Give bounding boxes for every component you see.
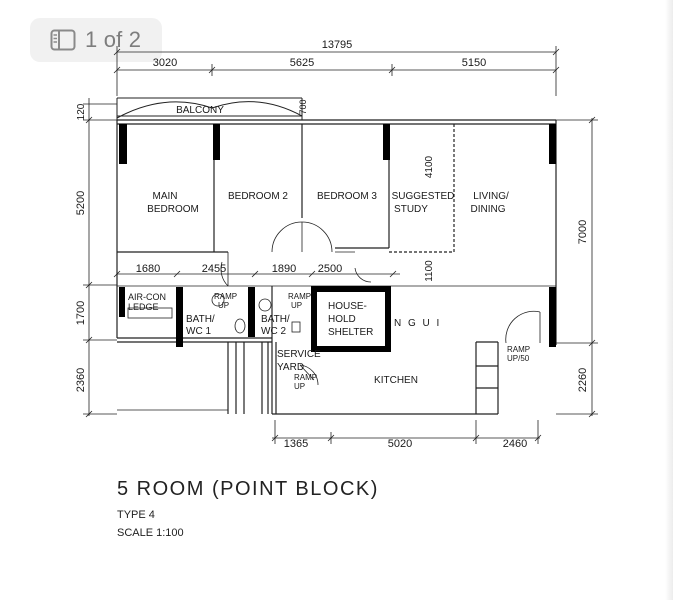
dim-row-b: 2455 [202, 263, 226, 275]
ramp-label-4: RAMP [507, 345, 530, 354]
dim-row-a: 1680 [136, 263, 160, 275]
bedroom2-label: BEDROOM 2 [228, 191, 288, 202]
right-dimensions [556, 116, 598, 418]
page-indicator[interactable]: 1 of 2 [30, 18, 162, 62]
dim-right-top: 7000 [577, 220, 589, 244]
dim-bottom-b: 5020 [388, 438, 412, 450]
ramp-label-2: RAMP [288, 292, 311, 301]
dim-left-bottom: 2360 [75, 368, 87, 392]
ramp-up-50-label: UP/50 [507, 354, 530, 363]
main-bedroom-label-2: BEDROOM [147, 204, 199, 215]
up-label-1: UP [218, 301, 229, 310]
shelter-label-1: HOUSE- [328, 301, 367, 312]
page-indicator-text: 1 of 2 [85, 27, 142, 52]
fixtures [127, 293, 301, 334]
main-bedroom-label-1: MAIN [153, 191, 178, 202]
watermark-text: N G U I [394, 318, 441, 329]
sidebar-panel-icon [50, 29, 76, 51]
dim-left-rooms: 5200 [75, 191, 87, 215]
top-dimensions [113, 46, 560, 96]
dim-left-mid: 1700 [75, 301, 87, 325]
bath2-label-2: WC 2 [261, 326, 286, 337]
living-label-2: DINING [471, 204, 506, 215]
service-yard-label-2: YARD [277, 362, 304, 373]
row-dimension-lines [113, 270, 400, 278]
ramp-label-1: RAMP [214, 292, 237, 301]
dim-study-lower: 1100 [424, 260, 435, 282]
ramp-label-3: RAMP [294, 373, 317, 382]
up-label-3: UP [294, 382, 305, 391]
dim-top-right: 5150 [462, 57, 486, 69]
dim-bottom-c: 2460 [503, 438, 527, 450]
left-dimensions [83, 98, 117, 418]
bath1-label-1: BATH/ [186, 314, 215, 325]
doors [220, 221, 541, 386]
balcony [116, 97, 303, 120]
shelter-label-2: HOLD [328, 314, 356, 325]
dim-right-bottom: 2260 [577, 368, 589, 392]
bath2-label-1: BATH/ [261, 314, 290, 325]
study-label-2: STUDY [394, 204, 428, 215]
up-label-2: UP [291, 301, 302, 310]
dim-row-d: 2500 [318, 263, 342, 275]
dim-balcony-side: 700 [298, 99, 308, 114]
study-label-1: SUGGESTED [392, 191, 455, 202]
walls [116, 119, 557, 415]
plan-title: 5 ROOM (POINT BLOCK) [117, 478, 379, 500]
plan-scale: SCALE 1:100 [117, 527, 184, 539]
service-yard-label-1: SERVICE [277, 349, 321, 360]
columns [119, 124, 556, 352]
aircon-label-1: AIR-CON [128, 292, 166, 302]
aircon-label-2: LEDGE [128, 302, 159, 312]
page-edge [665, 0, 673, 600]
kitchen-label: KITCHEN [374, 375, 418, 386]
dim-top-mid: 5625 [290, 57, 314, 69]
dim-top-left: 3020 [153, 57, 177, 69]
dim-overall: 13795 [322, 39, 353, 51]
plan-type: TYPE 4 [117, 509, 155, 521]
dim-bottom-a: 1365 [284, 438, 308, 450]
balcony-label: BALCONY [176, 105, 224, 116]
living-label-1: LIVING/ [473, 191, 509, 202]
shelter-label-3: SHELTER [328, 327, 373, 338]
bath1-label-2: WC 1 [186, 326, 211, 337]
dim-row-c: 1890 [272, 263, 296, 275]
dim-left-top: 120 [76, 103, 87, 120]
dim-study-height: 4100 [424, 155, 435, 178]
bottom-dimensions [271, 420, 542, 444]
bedroom3-label: BEDROOM 3 [317, 191, 377, 202]
